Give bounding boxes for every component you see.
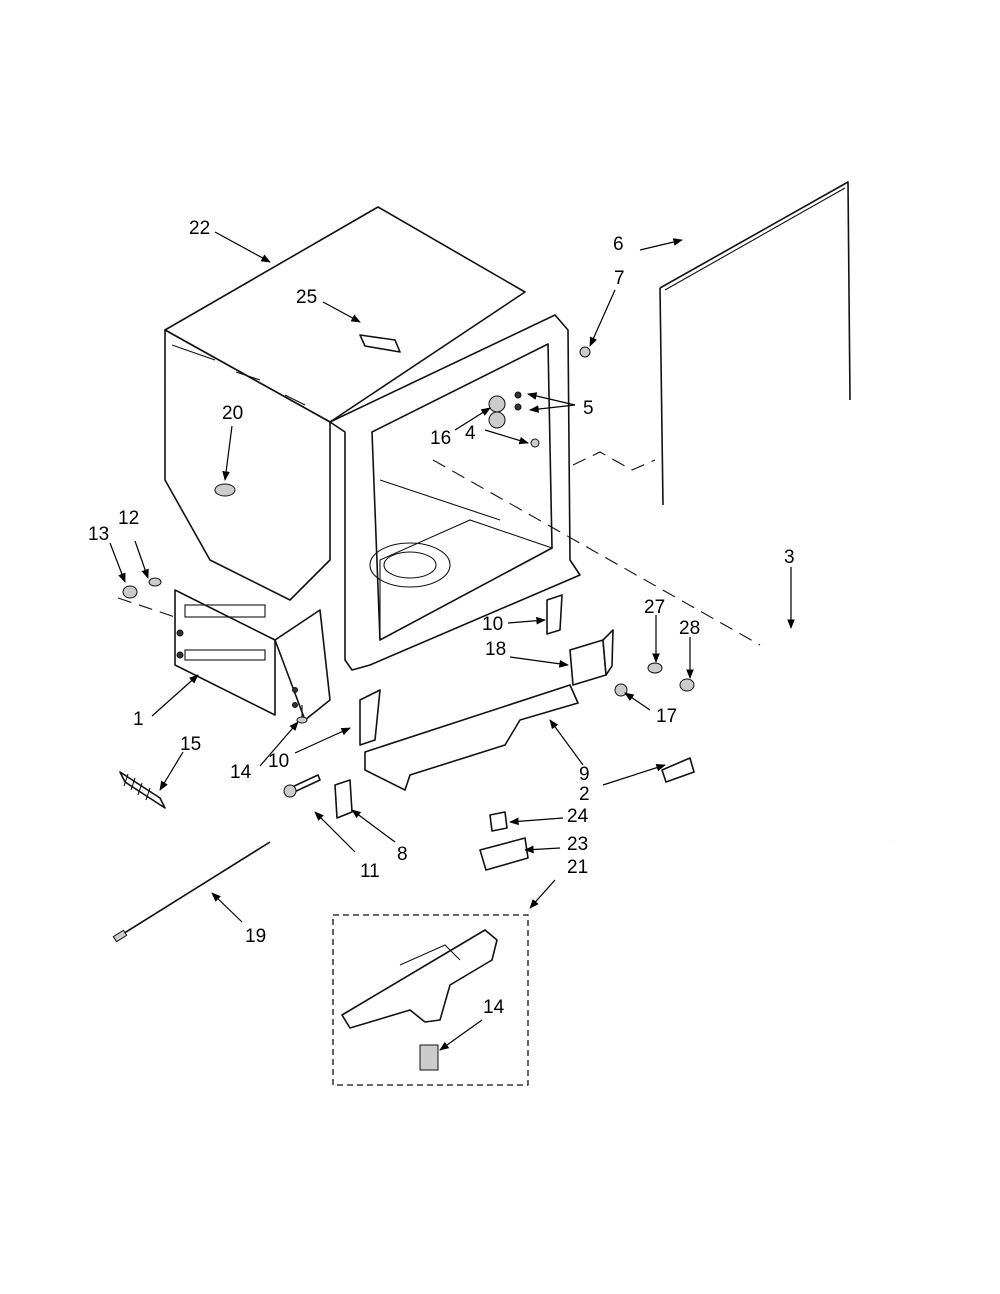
hardware-parts xyxy=(122,577,695,697)
callout-24: 23 xyxy=(567,834,588,855)
bracket-part-24 xyxy=(479,837,529,871)
junction-box-part-19 xyxy=(569,629,614,686)
valve-part-25 xyxy=(489,811,508,832)
callout-2: 2 xyxy=(579,784,590,805)
tub-assembly xyxy=(164,206,581,721)
callout-16: 15 xyxy=(180,734,201,755)
callout-5: 5 xyxy=(583,398,594,419)
callout-17: 16 xyxy=(430,428,451,449)
callout-labels: 22 25 20 6 7 5 16 4 3 12 13 10 18 27 28 … xyxy=(88,218,795,1018)
door-gasket-part xyxy=(659,181,851,506)
clip-part-8 xyxy=(334,779,353,819)
screw-part-14 xyxy=(296,705,308,724)
callout-8: 8 xyxy=(397,844,408,865)
bracket-part-10-upper xyxy=(546,594,563,635)
bracket-part-10-lower xyxy=(359,689,381,746)
callout-6: 6 xyxy=(613,234,624,255)
callout-3: 3 xyxy=(784,547,795,568)
plug-part xyxy=(214,483,236,497)
leader-lines xyxy=(109,231,795,1051)
callout-9: 9 xyxy=(579,764,590,785)
callout-28: 28 xyxy=(679,618,700,639)
callout-11: 11 xyxy=(360,861,380,882)
bolt-part-11 xyxy=(283,774,321,798)
callout-15: 14 xyxy=(483,997,505,1018)
callout-7: 7 xyxy=(614,268,625,289)
inset-box-22 xyxy=(332,914,529,1086)
callout-22: 21 xyxy=(567,857,588,878)
cable-part-20 xyxy=(112,841,271,943)
bottom-seal-part xyxy=(723,576,907,889)
callout-1: 1 xyxy=(133,709,144,730)
pump-assembly-part-22 xyxy=(341,929,498,1071)
callout-13: 13 xyxy=(88,524,109,545)
fastener-parts xyxy=(488,346,591,448)
callout-14: 14 xyxy=(230,762,252,783)
callout-10-lower: 10 xyxy=(268,751,289,772)
vent-part xyxy=(359,334,401,353)
callout-21: 20 xyxy=(222,403,243,424)
callout-4: 4 xyxy=(465,423,476,444)
panel-part-9 xyxy=(364,684,579,791)
callout-25: 24 xyxy=(567,806,589,827)
callout-12: 12 xyxy=(118,508,139,529)
callout-19: 18 xyxy=(485,639,506,660)
callout-26: 25 xyxy=(296,287,317,308)
callout-27: 27 xyxy=(644,597,665,618)
callout-18: 17 xyxy=(656,706,677,727)
callout-23: 22 xyxy=(189,218,210,239)
callout-10-upper: 10 xyxy=(482,614,503,635)
clip-part-2 xyxy=(661,757,695,783)
callout-20: 19 xyxy=(245,926,266,947)
spring-part-16 xyxy=(119,771,166,809)
